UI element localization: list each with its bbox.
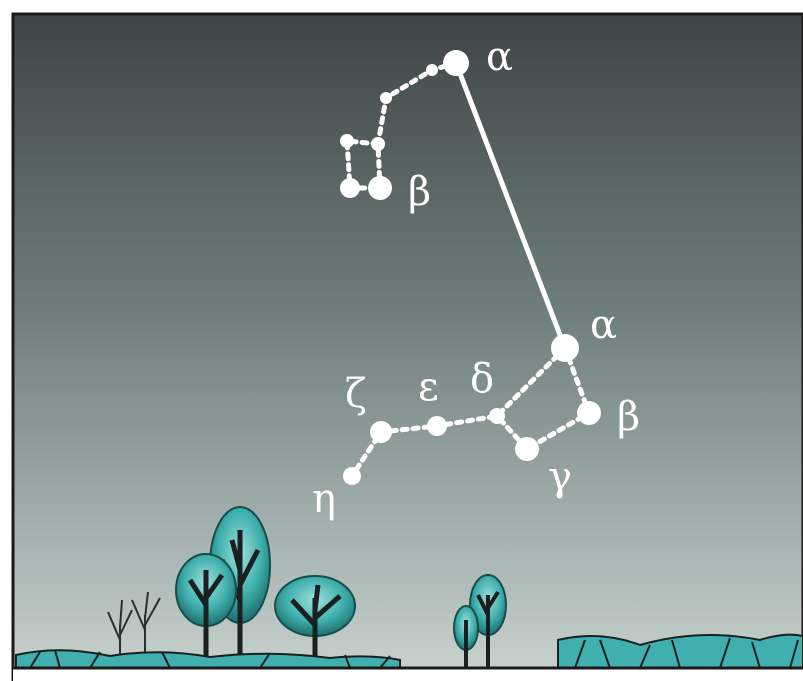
star-icon — [427, 416, 447, 436]
tree-icon — [175, 553, 237, 668]
star-icon — [489, 408, 505, 424]
sky-background — [11, 12, 803, 681]
ground-left — [15, 649, 401, 669]
star-icon — [368, 176, 392, 200]
ground-right — [557, 633, 803, 669]
star-label-zeta: ζ — [345, 371, 367, 417]
star-icon — [443, 50, 469, 76]
star-icon — [515, 437, 539, 461]
constellation-large: α β γ δ ε ζ η — [312, 302, 640, 522]
star-label-alpha: α — [486, 34, 513, 80]
star-label-delta: δ — [470, 356, 494, 402]
tree-icon — [469, 574, 507, 668]
star-label-epsilon: ε — [418, 364, 439, 410]
star-icon — [343, 467, 361, 485]
shrub-icon — [107, 591, 161, 665]
constellation-small: α β — [340, 34, 568, 349]
landscape — [13, 506, 803, 681]
star-icon — [426, 64, 438, 76]
star-icon — [370, 421, 392, 443]
star-icon — [340, 178, 360, 198]
tree-icon — [274, 575, 356, 668]
star-label-eta: η — [312, 476, 336, 522]
star-icon — [371, 137, 385, 151]
constellation-line-solid — [453, 62, 568, 349]
star-icon — [577, 401, 601, 425]
star-icon — [551, 334, 579, 362]
star-icon — [380, 92, 392, 104]
tree-icon — [453, 605, 479, 668]
star-label-alpha: α — [590, 302, 617, 348]
star-icon — [340, 134, 354, 148]
star-label-beta: β — [408, 169, 431, 215]
star-label-gamma: γ — [548, 454, 572, 500]
star-label-beta: β — [617, 394, 640, 440]
